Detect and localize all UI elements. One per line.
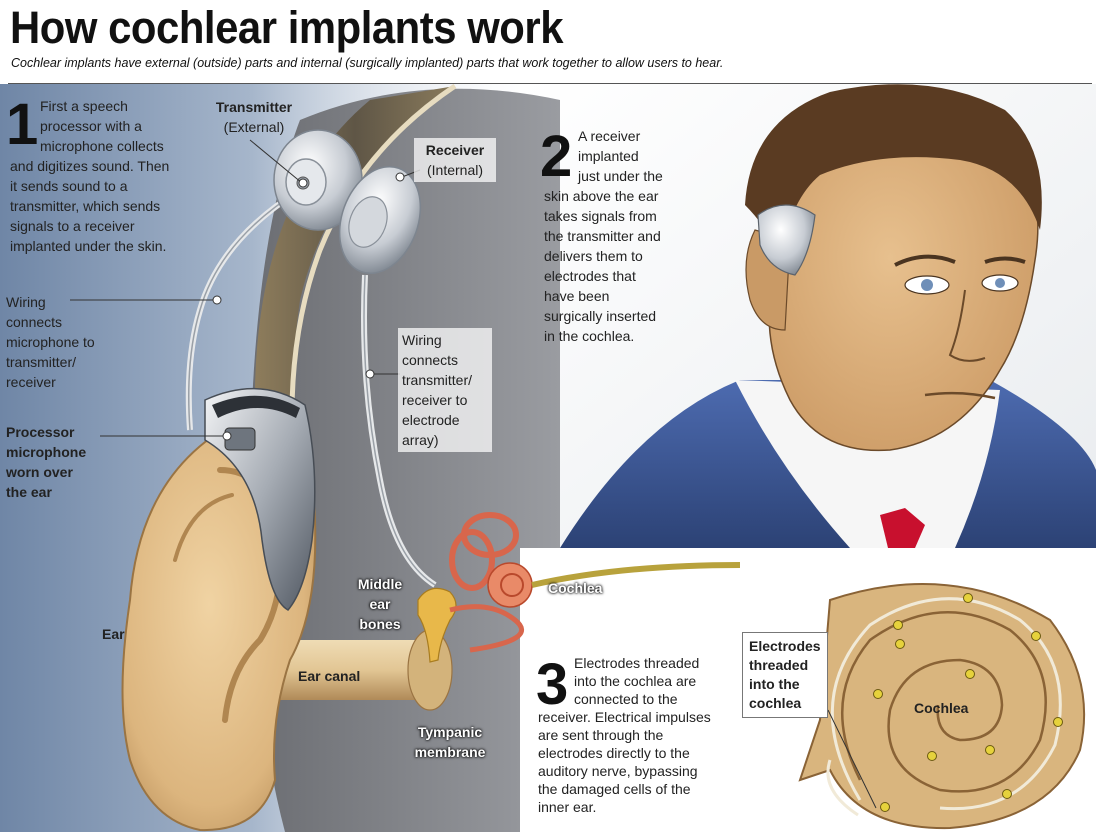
ear-label: Ear	[102, 626, 125, 642]
step-2-text-cont: skin above the ear takes signals from th…	[544, 186, 661, 346]
step-1-line: processor with a	[40, 118, 142, 134]
step-1-line: it sends sound to a	[10, 178, 128, 194]
wiring-microphone-line: transmitter/	[6, 354, 77, 370]
tympanic-membrane-label: Tympanic membrane	[404, 722, 496, 762]
cochlea-big-label: Cochlea	[914, 700, 969, 716]
processor-label: Processor microphone worn over the ear	[6, 422, 86, 502]
wiring-microphone-label: Wiring connects microphone to transmitte…	[6, 292, 95, 392]
step-3-line: electrodes directly to the	[538, 745, 690, 761]
receiver-label-sub: (Internal)	[426, 162, 484, 178]
step-3-line: the damaged cells of the	[538, 781, 691, 797]
step-2-line: delivers them to	[544, 248, 643, 264]
step-2-line: the transmitter and	[544, 228, 661, 244]
middle-ear-line: Middle	[357, 576, 403, 592]
cochlea-small-label: Cochlea	[548, 580, 603, 596]
step-1-line: microphone collects	[40, 138, 164, 154]
ear-fold-inner	[173, 493, 234, 562]
man-illustration	[560, 84, 1096, 548]
processor-line: microphone	[6, 444, 87, 460]
step-3-line: receiver. Electrical impulses	[538, 709, 711, 725]
cochlea-spiral	[798, 583, 1086, 830]
wiring-electrode-edge	[363, 274, 436, 586]
step-2-line: takes signals from	[544, 208, 657, 224]
page-title: How cochlear implants work	[10, 2, 564, 53]
transmitter-label-sub: (External)	[223, 119, 285, 135]
step-3-line: inner ear.	[538, 799, 597, 815]
step-2-line: skin above the ear	[544, 188, 659, 204]
step-2-line: electrodes that	[544, 268, 636, 284]
wiring-electrode-line: electrode	[402, 412, 460, 428]
step-1-text: First a speech processor with a micropho…	[40, 96, 164, 156]
wiring-microphone-line: microphone to	[6, 334, 95, 350]
skin-layer	[289, 83, 457, 431]
processor-line: Processor	[6, 424, 75, 440]
middle-ear-line: bones	[359, 616, 401, 632]
step-2-line: just under the	[578, 168, 663, 184]
electrodes-line: threaded	[749, 657, 809, 673]
step-3-line: are sent through the	[538, 727, 664, 743]
leader-lines	[70, 139, 877, 809]
header-rule	[8, 83, 1092, 84]
wiring-microphone-line: Wiring	[6, 294, 46, 310]
step-3-text-cont: receiver. Electrical impulses are sent t…	[538, 708, 711, 816]
wiring-microphone-line: receiver	[6, 374, 56, 390]
step-2-line: surgically inserted	[544, 308, 657, 324]
electrodes-line: cochlea	[749, 695, 802, 711]
page-subtitle: Cochlear implants have external (outside…	[11, 56, 724, 70]
wiring-microphone-edge	[188, 189, 301, 431]
step-3-line: into the cochlea are	[574, 673, 697, 689]
step-3-line: connected to the	[574, 691, 678, 707]
step-3-line: Electrodes threaded	[574, 655, 700, 671]
middle-ear-bones-shape	[417, 587, 457, 663]
step-3-number: 3	[536, 652, 569, 717]
wiring-electrode-line: receiver to	[402, 392, 468, 408]
step-3-text: Electrodes threaded into the cochlea are…	[574, 654, 699, 708]
electrodes-line: into the	[749, 676, 800, 692]
wiring-microphone-line: connects	[6, 314, 63, 330]
step-2-line: A receiver	[578, 128, 641, 144]
step-1-line: transmitter, which sends	[10, 198, 161, 214]
step-3-line: auditory nerve, bypassing	[538, 763, 698, 779]
processor-top	[212, 395, 300, 418]
middle-ear-bones-label: Middle ear bones	[348, 574, 412, 634]
ear-canal-label: Ear canal	[298, 668, 361, 684]
middle-ear-line: ear	[369, 596, 391, 612]
step-1-number: 1	[6, 92, 39, 157]
step-2-number: 2	[540, 124, 573, 189]
step-1-line: and digitizes sound. Then	[10, 158, 170, 174]
transmitter-label: Transmitter (External)	[204, 97, 304, 137]
step-2-text: A receiver implanted just under the	[578, 126, 663, 186]
tympanic-line: Tympanic	[417, 724, 483, 740]
step-1-line: signals to a receiver	[10, 218, 135, 234]
wiring-electrode-line: transmitter/	[402, 372, 473, 388]
tympanic-line: membrane	[414, 744, 486, 760]
receiver-center	[348, 196, 388, 248]
processor-line: worn over	[6, 464, 73, 480]
step-2-line: implanted	[578, 148, 639, 164]
wiring-electrode-line: Wiring	[402, 332, 442, 348]
step-2-line: have been	[544, 288, 610, 304]
wiring-electrode-line: connects	[402, 352, 459, 368]
receiver-label: Receiver (Internal)	[414, 138, 496, 182]
step-1-line: implanted under the skin.	[10, 238, 167, 254]
step-2-line: in the cochlea.	[544, 328, 635, 344]
electrodes-label: Electrodes threaded into the cochlea	[742, 632, 828, 718]
processor-line: the ear	[6, 484, 52, 500]
inner-ear-shape	[449, 512, 741, 653]
transmitter-label-title: Transmitter	[215, 99, 293, 115]
wiring-electrode-label: Wiring connects transmitter/ receiver to…	[398, 328, 492, 452]
step-1-line: First a speech	[40, 98, 128, 114]
electrodes-line: Electrodes	[749, 638, 821, 654]
wiring-electrode-line: array)	[402, 432, 439, 448]
receiver-label-title: Receiver	[425, 142, 485, 158]
step-1-text-cont: and digitizes sound. Then it sends sound…	[10, 156, 169, 256]
